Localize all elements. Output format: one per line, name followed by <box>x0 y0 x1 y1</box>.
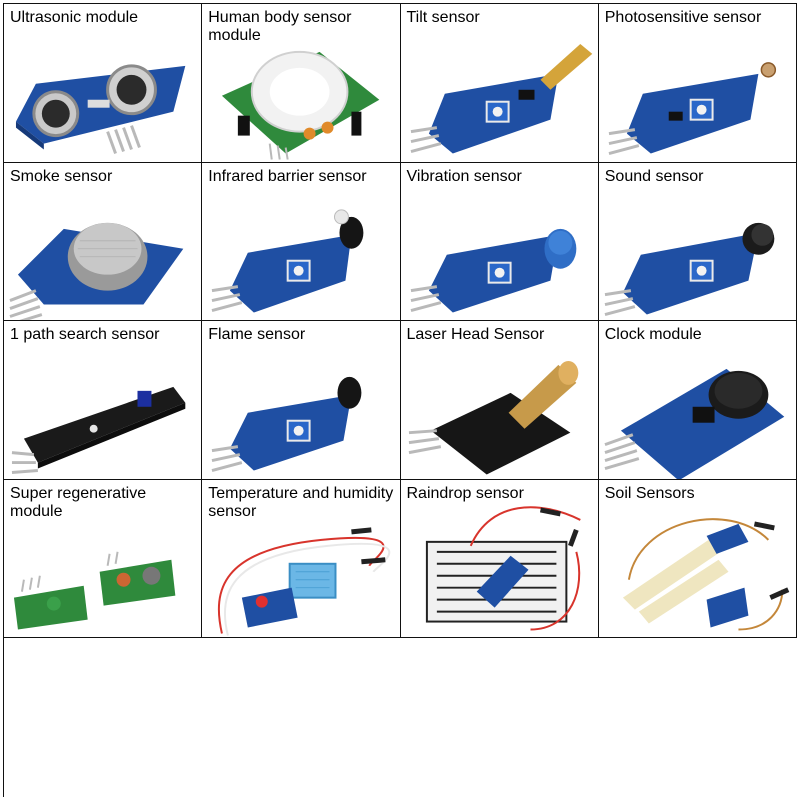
cell-raindrop-sensor: Raindrop sensor <box>400 479 599 639</box>
tilt-sensor-image <box>410 43 592 154</box>
cell-photosensitive-sensor: Photosensitive sensor <box>598 4 797 163</box>
cell-flame-sensor: Flame sensor <box>202 321 401 480</box>
ultrasonic-module-image <box>15 64 186 155</box>
cell-label: Human body sensor module <box>208 9 352 44</box>
flame-sensor-image <box>211 377 362 473</box>
cell-sound-sensor: Sound sensor <box>598 162 797 322</box>
cell-1-path-search-sensor: 1 path search sensor <box>4 321 203 480</box>
cell-label: Temperature and humidity sensor <box>208 484 394 520</box>
cell-label: 1 path search sensor <box>10 326 160 344</box>
cell-temperature-humidity-sensor: Temperature and humidity sensor <box>202 479 401 639</box>
photosensitive-sensor-image <box>608 62 776 155</box>
cell-ultrasonic-module: Ultrasonic module <box>4 4 203 163</box>
laser-head-sensor-image <box>408 361 578 475</box>
vibration-sensor-image <box>410 228 576 313</box>
cell-label: Flame sensor <box>208 326 306 344</box>
infrared-barrier-sensor-image <box>211 209 364 313</box>
cell-laser-head-sensor: Laser Head Sensor <box>400 321 599 480</box>
sensor-grid: Ultrasonic module Human body sensor modu… <box>3 3 797 797</box>
smoke-sensor-image <box>9 222 184 321</box>
cell-label: Ultrasonic module <box>10 9 139 26</box>
cell-label: Sound sensor <box>604 167 704 185</box>
cell-label: Tilt sensor <box>406 9 480 26</box>
sound-sensor-image <box>604 222 775 316</box>
cell-infrared-barrier-sensor: Infrared barrier sensor <box>202 162 401 322</box>
cell-label: Raindrop sensor <box>406 484 524 502</box>
cell-smoke-sensor: Smoke sensor <box>4 162 203 322</box>
cell-tilt-sensor: Tilt sensor <box>400 4 599 163</box>
cell-label: Super regenerative module <box>10 484 147 520</box>
cell-label: Vibration sensor <box>406 167 522 185</box>
super-regenerative-module-image <box>13 551 176 630</box>
soil-sensors-image <box>622 518 790 631</box>
clock-module-image <box>604 369 785 479</box>
pir-sensor-image <box>222 50 380 160</box>
cell-label: Infrared barrier sensor <box>208 167 367 185</box>
path-search-sensor-image <box>11 387 186 475</box>
cell-vibration-sensor: Vibration sensor <box>400 162 599 322</box>
cell-human-body-sensor-module: Human body sensor module <box>202 4 401 163</box>
cell-clock-module: Clock module <box>598 321 797 480</box>
cell-super-regenerative-module: Super regenerative module <box>4 479 203 639</box>
cell-soil-sensors: Soil Sensors <box>598 479 797 639</box>
cell-label: Laser Head Sensor <box>406 326 545 344</box>
cell-label: Clock module <box>604 326 702 344</box>
raindrop-sensor-image <box>425 506 581 631</box>
cell-label: Photosensitive sensor <box>604 9 762 26</box>
temperature-humidity-sensor-image <box>218 527 391 636</box>
cell-label: Soil Sensors <box>604 484 695 502</box>
cell-label: Smoke sensor <box>10 167 113 185</box>
